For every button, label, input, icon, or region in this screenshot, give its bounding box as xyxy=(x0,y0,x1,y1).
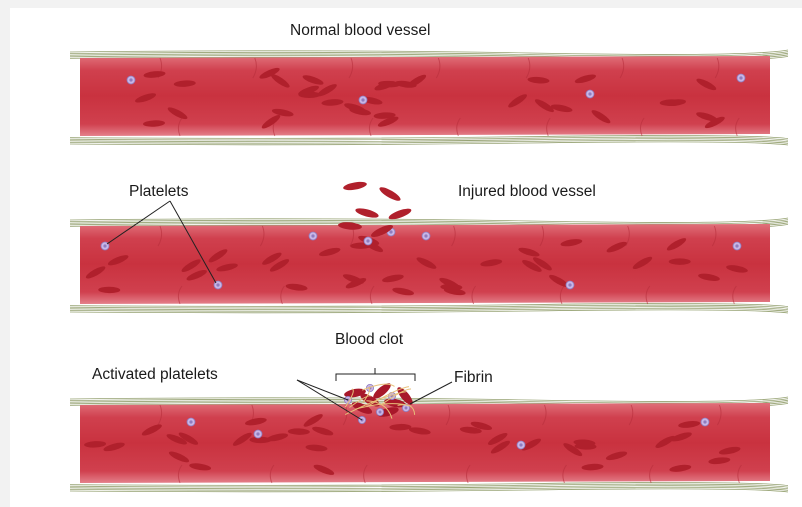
platelet-core xyxy=(379,411,382,414)
platelet-core xyxy=(568,283,571,286)
diagram-canvas: Normal blood vessel Injured blood vessel… xyxy=(10,8,802,507)
vessel-body xyxy=(80,56,770,136)
red-blood-cell xyxy=(669,258,691,264)
platelet-core xyxy=(311,234,314,237)
escaping-red-cell xyxy=(343,180,368,191)
platelet-core xyxy=(588,92,591,95)
platelet-core xyxy=(103,244,106,247)
normal-vessel-title: Normal blood vessel xyxy=(290,22,430,40)
platelet-core xyxy=(129,78,132,81)
platelet-core xyxy=(256,432,259,435)
platelet-core xyxy=(739,76,742,79)
platelet-core xyxy=(405,407,408,410)
platelet-core xyxy=(519,443,522,446)
fibrin-label: Fibrin xyxy=(454,369,493,387)
platelet-core xyxy=(216,283,219,286)
blood-clot-label: Blood clot xyxy=(335,331,403,349)
platelet-core xyxy=(389,230,392,233)
escaping-red-cell xyxy=(378,185,402,203)
platelet-core xyxy=(703,420,706,423)
platelets-label: Platelets xyxy=(129,183,188,201)
escaping-red-cell xyxy=(354,206,379,219)
platelet-core xyxy=(735,244,738,247)
clotted-vessel xyxy=(70,368,788,492)
normal-vessel xyxy=(70,50,788,145)
activated-platelets-label: Activated platelets xyxy=(92,366,218,384)
platelet-core xyxy=(424,234,427,237)
vessel-illustration xyxy=(10,8,802,507)
platelet-core xyxy=(366,239,369,242)
activated-pointer xyxy=(297,380,348,400)
injured-vessel-title: Injured blood vessel xyxy=(458,183,596,201)
platelet-core xyxy=(361,98,364,101)
platelet-core xyxy=(189,420,192,423)
blood-clot-bracket xyxy=(336,368,415,381)
